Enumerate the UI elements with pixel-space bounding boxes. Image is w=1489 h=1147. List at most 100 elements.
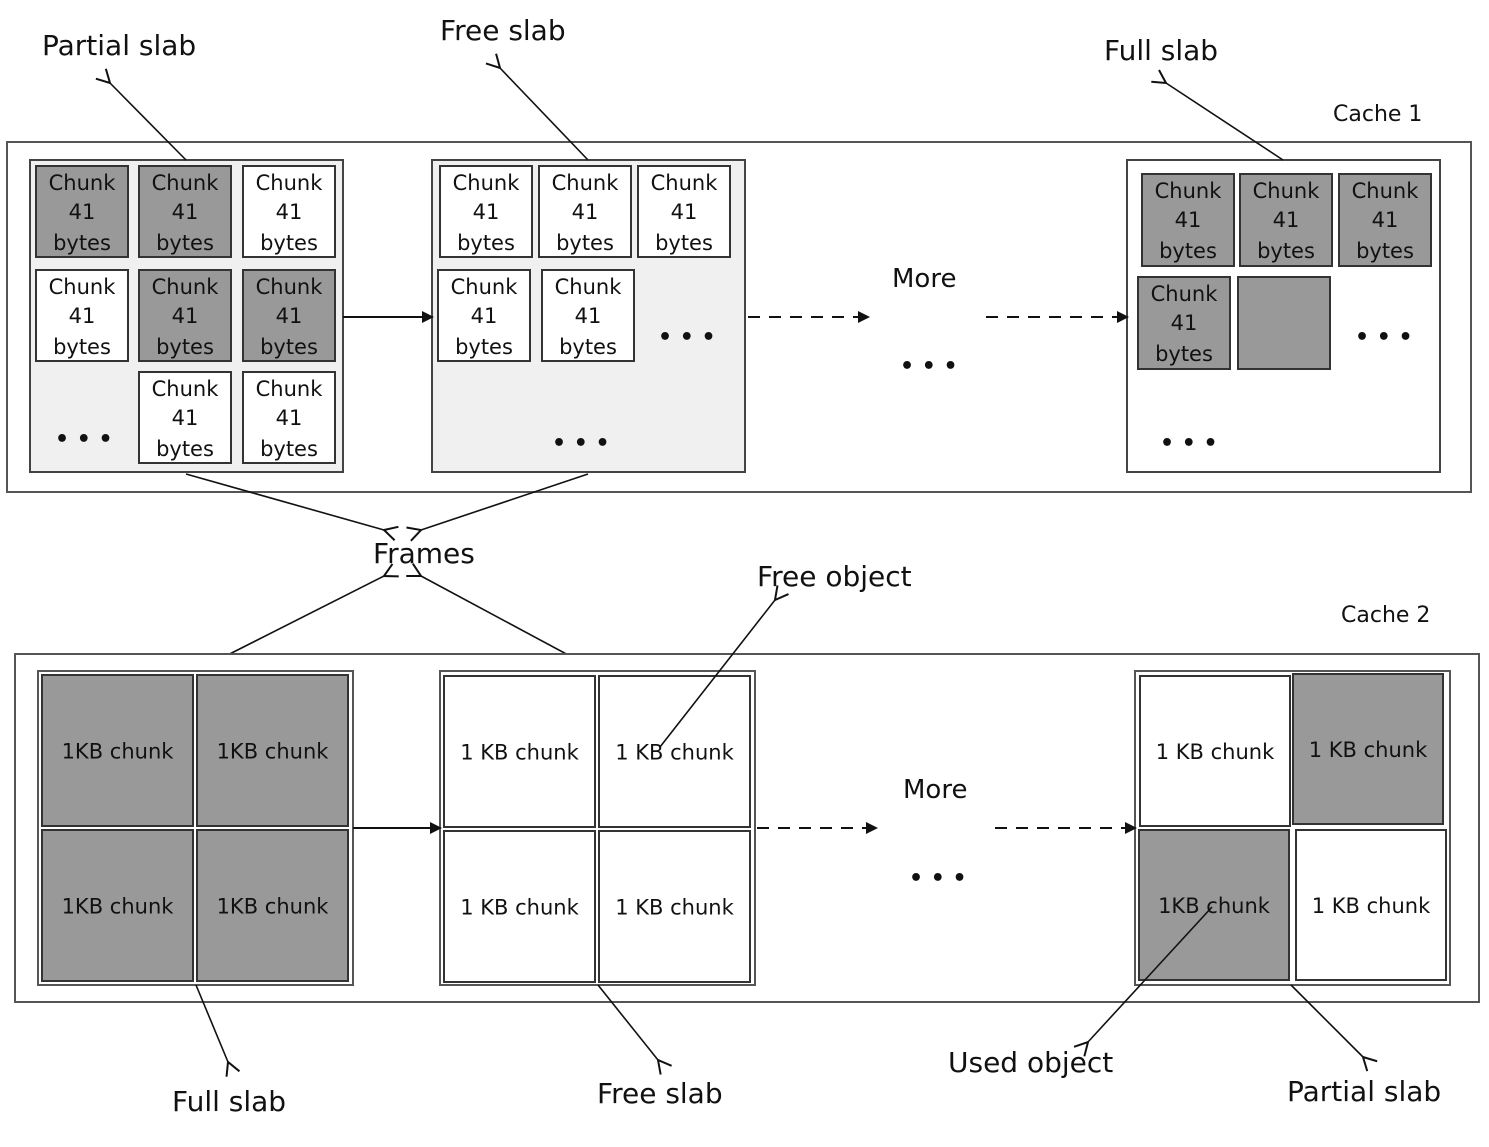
chunk-label: Chunk	[256, 171, 324, 195]
ellipsis-free-right: • • •	[658, 325, 716, 350]
chunk-label: Chunk	[555, 275, 623, 299]
chunk-label: bytes	[53, 231, 111, 255]
kb-chunk-cell: 1 KB chunk	[443, 675, 596, 828]
chunk-label: bytes	[156, 231, 214, 255]
chunk-label: bytes	[455, 335, 513, 359]
pointer-used-object	[1088, 906, 1213, 1042]
chunk-label: Chunk	[651, 171, 719, 195]
kb-chunk-label: 1 KB chunk	[1156, 740, 1275, 764]
kb-chunk-cell: 1KB chunk	[1138, 829, 1290, 981]
ellipsis-full-right: • • •	[1355, 325, 1413, 350]
ellipsis-full-bottom: • • •	[1160, 431, 1218, 456]
chunk-label: Chunk	[152, 171, 220, 195]
kb-chunk-label: 1KB chunk	[1158, 894, 1271, 918]
chunk-label: 41	[1273, 208, 1300, 232]
chunk-label: 41	[575, 304, 602, 328]
kb-chunk-label: 1KB chunk	[217, 740, 330, 764]
chunk-label: 41	[572, 200, 599, 224]
kb-chunk-label: 1 KB chunk	[1309, 738, 1428, 762]
label-frames: Frames	[373, 537, 475, 570]
chunk-label: bytes	[1155, 342, 1213, 366]
chunk-label: Chunk	[451, 275, 519, 299]
chunk-label: 41	[172, 200, 199, 224]
kb-chunk-label: 1 KB chunk	[615, 741, 734, 765]
cache1-partial-chunks: Chunk41bytesChunk41bytesChunk41bytesChun…	[35, 165, 336, 464]
chunk-label: 41	[69, 200, 96, 224]
chunk-label: 41	[1171, 311, 1198, 335]
chunk-label: Chunk	[552, 171, 620, 195]
chunk-cell: Chunk 41 bytes	[138, 165, 232, 258]
pointer-full-slab-top	[1166, 83, 1284, 161]
kb-chunk-cell: 1KB chunk	[196, 829, 349, 982]
chunk-cell: Chunk 41 bytes	[437, 269, 531, 362]
chunk-cell: Chunk 41 bytes	[1338, 173, 1432, 267]
kb-chunk-cell: 1KB chunk	[196, 674, 349, 827]
chunk-label: Chunk	[1155, 179, 1223, 203]
kb-chunk-label: 1KB chunk	[62, 895, 175, 919]
chunk-cell: Chunk 41 bytes	[138, 371, 232, 464]
chunk-label: Chunk	[256, 275, 324, 299]
chunk-label: Chunk	[256, 377, 324, 401]
cache1-full-chunks: Chunk41bytesChunk41bytesChunk41bytesChun…	[1137, 173, 1432, 370]
chunk-label: Chunk	[453, 171, 521, 195]
chunk-label: 41	[276, 200, 303, 224]
cache2-full-chunks: 1KB chunk 1KB chunk 1KB chunk 1KB chunk	[41, 674, 349, 982]
more-label-2: More	[903, 775, 967, 805]
kb-chunk-cell: 1 KB chunk	[443, 830, 596, 983]
kb-chunk-cell: 1KB chunk	[41, 674, 194, 827]
kb-chunk-cell: 1 KB chunk	[598, 675, 751, 828]
kb-chunk-cell: 1KB chunk	[41, 829, 194, 982]
pointer-partial-slab-bottom	[1290, 984, 1363, 1057]
kb-chunk-label: 1KB chunk	[217, 895, 330, 919]
cache1-label: Cache 1	[1333, 102, 1422, 127]
label-partial-slab-bottom: Partial slab	[1287, 1075, 1441, 1108]
pointer-full-slab-bottom	[195, 984, 228, 1062]
ellipsis-partial: • • •	[55, 427, 113, 452]
kb-chunk-cell: 1 KB chunk	[1139, 675, 1291, 827]
more-label-1: More	[892, 264, 956, 294]
label-full-slab-top: Full slab	[1104, 34, 1218, 67]
label-free-object: Free object	[757, 560, 912, 593]
label-full-slab-bottom: Full slab	[172, 1085, 286, 1118]
label-used-object: Used object	[948, 1046, 1113, 1079]
chunk-label: Chunk	[49, 171, 117, 195]
chunk-label: bytes	[156, 437, 214, 461]
chunk-label: bytes	[1356, 239, 1414, 263]
pointer-free-object	[659, 600, 775, 748]
pointer-free-slab-bottom	[597, 984, 658, 1060]
chunk-label: 41	[276, 406, 303, 430]
cache2-label: Cache 2	[1341, 603, 1430, 628]
kb-chunk-cell: 1 KB chunk	[598, 830, 751, 983]
kb-chunk-label: 1 KB chunk	[460, 741, 579, 765]
chunk-label: Chunk	[1253, 179, 1321, 203]
kb-chunk-cell: 1 KB chunk	[1295, 829, 1447, 981]
pointer-free-slab-top	[500, 68, 589, 161]
chunk-label: Chunk	[1352, 179, 1420, 203]
chunk-label: Chunk	[152, 377, 220, 401]
chunk-label: 41	[276, 304, 303, 328]
chunk-label: 41	[1372, 208, 1399, 232]
chunk-cell	[1237, 276, 1331, 370]
label-free-slab-top: Free slab	[440, 14, 566, 47]
chunk-label: bytes	[559, 335, 617, 359]
chunk-label: bytes	[457, 231, 515, 255]
chunk-label: bytes	[53, 335, 111, 359]
chunk-label: bytes	[260, 437, 318, 461]
chunk-label: Chunk	[1151, 282, 1219, 306]
pointer-frames-2	[421, 473, 589, 530]
ellipsis-more1: • • •	[900, 354, 958, 379]
chunk-label: 41	[671, 200, 698, 224]
chunk-label: 41	[471, 304, 498, 328]
chunk-label: 41	[1175, 208, 1202, 232]
chunk-label: 41	[172, 406, 199, 430]
ellipsis-free-bottom: • • •	[552, 431, 610, 456]
